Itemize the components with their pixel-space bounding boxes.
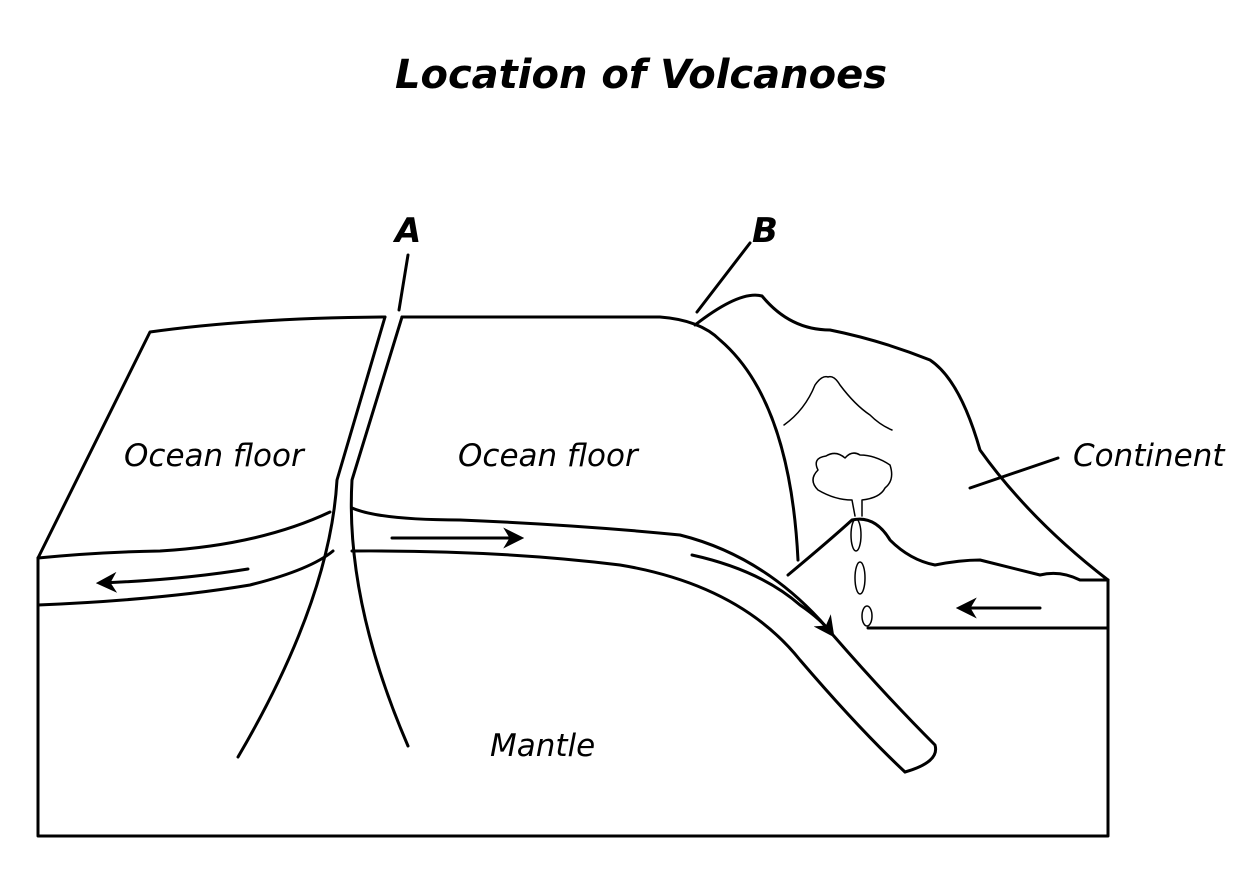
subducting-slab-bottom: [350, 549, 907, 774]
subducting-slab-top: [350, 506, 938, 774]
label-b: B: [752, 211, 778, 251]
subduction-arrow-icon: [690, 553, 835, 638]
label-ocean-floor-left: Ocean floor: [124, 438, 306, 474]
label-continent: Continent: [1073, 438, 1226, 474]
magma-blob-1: [850, 518, 862, 552]
block-outline: [36, 556, 1110, 838]
ridge-right-wall: [349, 315, 410, 748]
left-ocean-surface: [36, 315, 387, 560]
label-ocean-floor-right: Ocean floor: [458, 438, 640, 474]
magma-blob-2: [854, 561, 866, 595]
pointer-b: [695, 241, 752, 314]
eruption-cloud-icon: [812, 452, 893, 517]
diagram-title: Location of Volcanoes: [394, 52, 888, 98]
left-plate-top: [36, 510, 332, 560]
label-a: A: [392, 211, 421, 251]
left-plate-arrow-icon: [95, 567, 250, 593]
continent-lower-relief: [786, 517, 1110, 582]
continent-surface: [693, 293, 1110, 582]
right-ocean-surface: [400, 315, 800, 562]
label-mantle: Mantle: [490, 728, 595, 764]
pointer-continent: [968, 456, 1060, 490]
left-plate-bottom: [36, 549, 335, 607]
ridge-left-wall: [236, 315, 387, 759]
distant-volcano: [783, 375, 893, 431]
pointer-a: [397, 253, 410, 312]
magma-blob-3: [861, 605, 873, 627]
